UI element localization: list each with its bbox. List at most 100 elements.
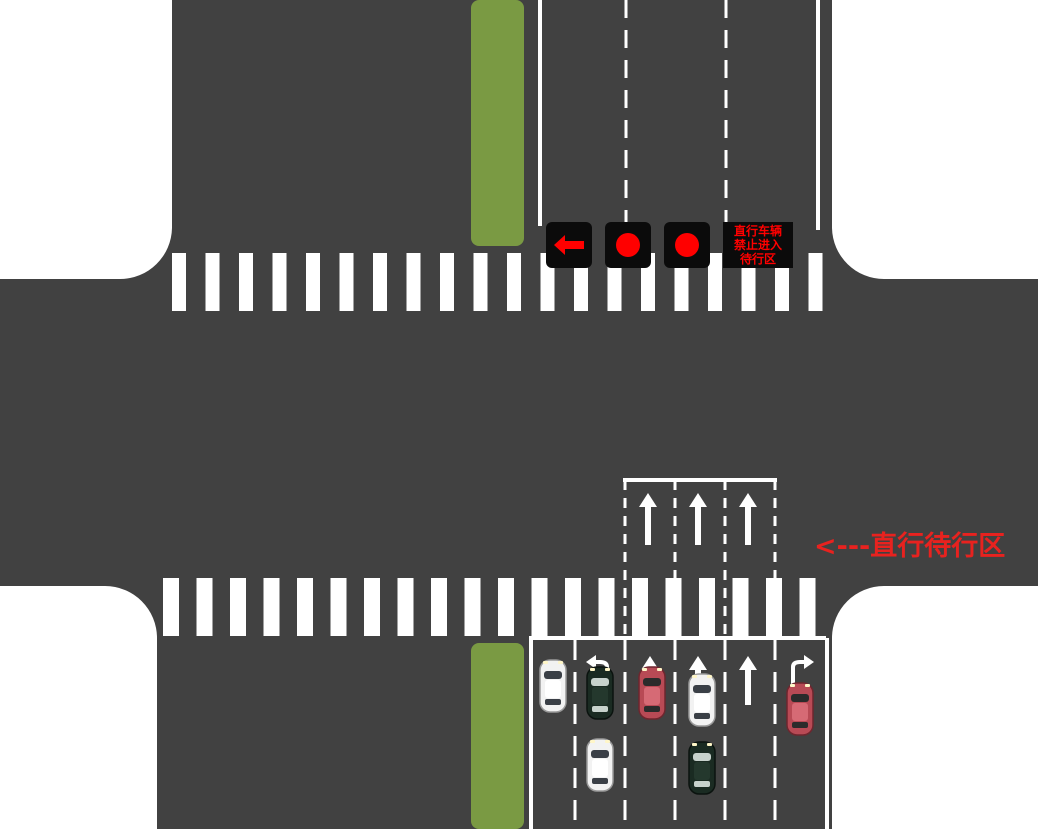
waiting-zone-warning-sign: 直行车辆 禁止进入 待行区: [723, 222, 793, 268]
crosswalk-stripe-south: [230, 578, 246, 636]
crosswalk-stripe-south: [732, 578, 749, 636]
car-headlight: [707, 743, 712, 746]
crosswalk-stripe-south: [632, 578, 648, 636]
crosswalk-stripe-north: [172, 253, 186, 311]
car-roof: [592, 687, 608, 705]
traffic-signal-right-turn: [664, 222, 710, 268]
car-dark-green: [688, 741, 716, 795]
car-rear-window: [592, 778, 608, 784]
crosswalk-stripe-south: [397, 578, 414, 636]
car-headlight: [692, 675, 697, 678]
car-roof: [545, 680, 561, 698]
straight-arrow-icon-head: [639, 493, 657, 507]
crosswalk-stripe-north: [205, 253, 220, 311]
sign-line-3: 待行区: [739, 252, 776, 266]
car-rear-window: [694, 781, 710, 787]
crosswalk-stripe-south: [699, 578, 715, 636]
car-roof: [592, 759, 608, 777]
car-white: [586, 738, 614, 792]
car-headlight: [805, 684, 810, 687]
crosswalk-stripe-north: [808, 253, 823, 311]
straight-arrow-icon-shaft: [645, 507, 651, 545]
car-windshield: [693, 753, 711, 761]
crosswalk-stripe-south: [364, 578, 380, 636]
car-roof: [792, 703, 808, 721]
straight-arrow-icon-head: [739, 493, 757, 507]
straight-arrow-icon-shaft: [745, 507, 751, 545]
car-headlight: [605, 668, 610, 671]
crosswalk-stripe-south: [464, 578, 481, 636]
sign-line-2: 禁止进入: [733, 238, 782, 252]
car-white: [539, 659, 567, 713]
car-headlight: [642, 668, 647, 671]
crosswalk-stripe-south: [196, 578, 213, 636]
crosswalk-stripe-south: [297, 578, 313, 636]
car-headlight: [558, 661, 563, 664]
car-roof: [694, 694, 710, 712]
crosswalk-stripe-south: [565, 578, 581, 636]
crosswalk-stripe-south: [498, 578, 514, 636]
car-rear-window: [792, 722, 808, 728]
car-rear-window: [644, 706, 660, 712]
car-dark-green: [586, 666, 614, 720]
car-rear-window: [592, 706, 608, 712]
car-windshield: [643, 678, 661, 686]
car-windshield: [693, 685, 711, 693]
crosswalk-stripe-north: [473, 253, 488, 311]
car-windshield: [591, 678, 609, 686]
crosswalk-stripe-north: [239, 253, 253, 311]
straight-arrow-icon-head: [689, 656, 707, 670]
crosswalk-stripe-north: [440, 253, 454, 311]
median-strip-south: [471, 643, 524, 829]
crosswalk-stripe-south: [263, 578, 280, 636]
crosswalk-stripe-north: [272, 253, 287, 311]
vehicles: [539, 659, 814, 795]
straight-arrow-icon-shaft: [745, 670, 751, 705]
crosswalk-stripe-north: [406, 253, 421, 311]
traffic-signal-straight: [605, 222, 651, 268]
crosswalk-stripe-north: [339, 253, 354, 311]
crosswalk-stripe-south: [598, 578, 615, 636]
straight-arrow-icon-head: [739, 656, 757, 670]
car-headlight: [657, 668, 662, 671]
car-windshield: [544, 671, 562, 679]
crosswalk-stripe-south: [163, 578, 179, 636]
crosswalk-stripe-north: [507, 253, 521, 311]
car-roof: [644, 687, 660, 705]
crosswalk-stripe-south: [330, 578, 347, 636]
median-strip-north: [471, 0, 524, 246]
crosswalk-stripe-north: [708, 253, 722, 311]
straight-arrow-icon-head: [689, 493, 707, 507]
crosswalk-stripe-south: [531, 578, 548, 636]
left-turn-arrowhead: [586, 655, 596, 669]
car-headlight: [543, 661, 548, 664]
right-turn-arrow-icon: [791, 660, 806, 690]
car-headlight: [707, 675, 712, 678]
traffic-signal-left-turn: [546, 222, 592, 268]
car-roof: [694, 762, 710, 780]
crosswalk-stripe-south: [799, 578, 816, 636]
car-rear-window: [545, 699, 561, 705]
car-headlight: [692, 743, 697, 746]
car-rear-window: [694, 713, 710, 719]
crosswalk-stripe-north: [306, 253, 320, 311]
left-arrow-icon: [554, 235, 584, 255]
crosswalk-stripe-north: [373, 253, 387, 311]
circle-light-icon: [616, 233, 640, 257]
car-headlight: [605, 740, 610, 743]
car-red: [786, 682, 814, 736]
car-windshield: [791, 694, 809, 702]
car-windshield: [591, 750, 609, 758]
circle-light-icon: [675, 233, 699, 257]
car-white: [688, 673, 716, 727]
waiting-zone-label: <---直行待行区: [814, 531, 1006, 562]
sign-line-1: 直行车辆: [733, 224, 782, 238]
car-headlight: [790, 684, 795, 687]
car-headlight: [590, 668, 595, 671]
crosswalk-stripe-south: [431, 578, 447, 636]
lane-markings: [529, 0, 829, 829]
car-headlight: [590, 740, 595, 743]
